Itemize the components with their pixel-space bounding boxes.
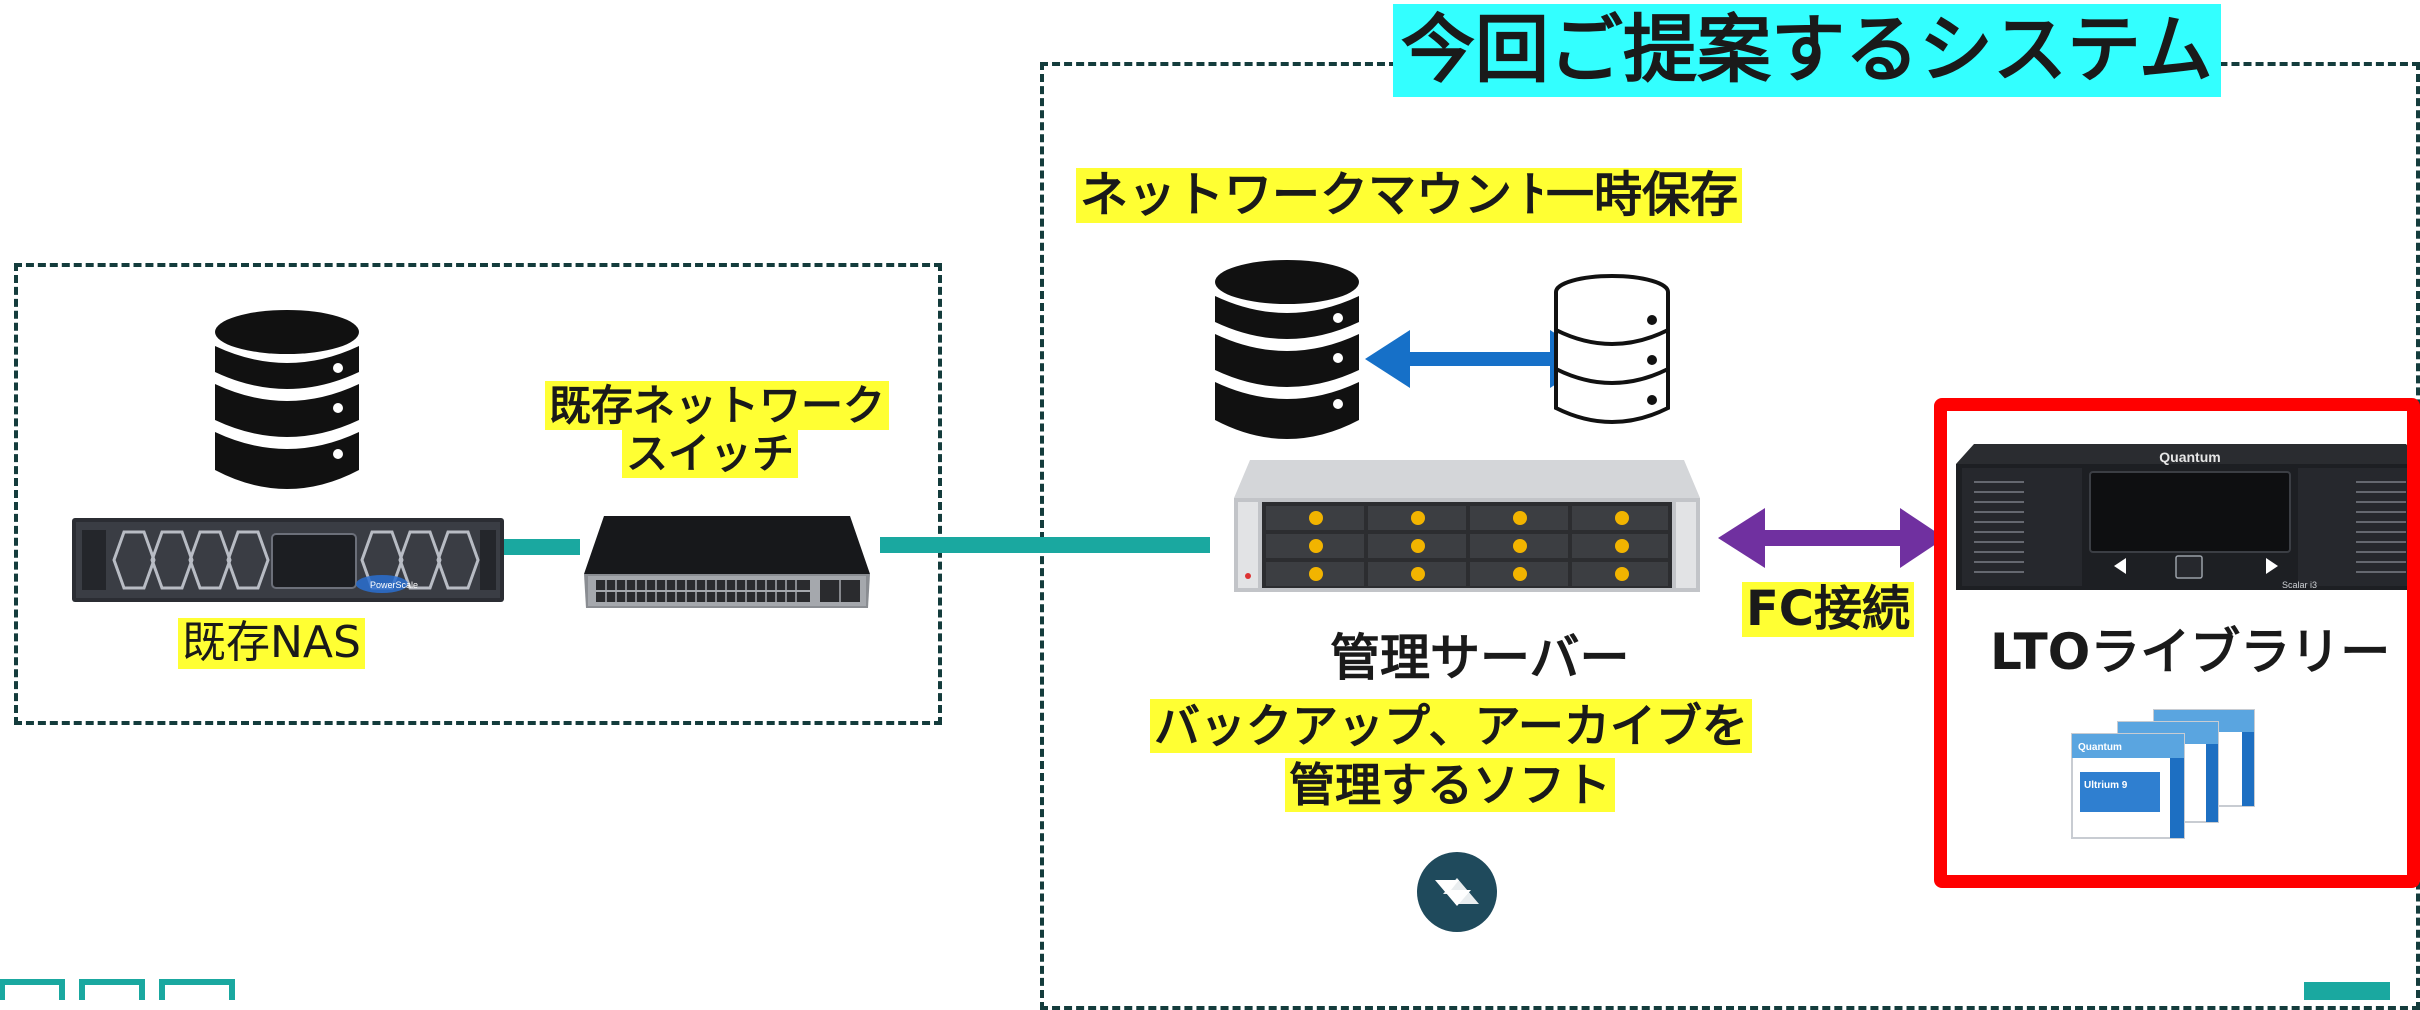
existing-nas-label: 既存NAS (178, 617, 365, 669)
management-server-device (1234, 460, 1700, 592)
software-label-line1: バックアップ、アーカイブを (1150, 699, 1752, 753)
drive-bay-row-2 (1266, 534, 1668, 558)
software-label-line2: 管理するソフト (1285, 757, 1615, 812)
temp-storage-label: 一時保存 (1542, 167, 1743, 224)
lto-library-label: LTOライブラリー (1990, 623, 2391, 681)
existing-switch-device (584, 516, 870, 608)
existing-switch-label-line2: スイッチ (621, 429, 798, 479)
software-logo-icon (1417, 852, 1497, 932)
proposed-system-title: 今回ご提案するシステム (1393, 4, 2221, 98)
database-black-icon (215, 310, 359, 489)
management-server-label: 管理サーバー (1330, 629, 1630, 687)
database-white-icon (1554, 274, 1670, 424)
existing-environment-group (14, 263, 942, 725)
lto-tape-cartridges: Quantum Ultrium 9 (2071, 709, 2255, 839)
lto-highlight-box (1934, 398, 2420, 888)
tape-type-label: Ultrium 9 (2084, 780, 2128, 791)
nas-brand-label: PowerScale (370, 580, 418, 590)
existing-switch-label: 既存ネットワーク スイッチ (545, 381, 890, 479)
tape-brand-label: Quantum (2078, 742, 2122, 753)
drive-bay-row-1 (1266, 506, 1668, 530)
fc-connection-label: FC接続 (1742, 581, 1915, 638)
existing-switch-label-line1: 既存ネットワーク (545, 381, 890, 430)
corner-logo-icon (0, 979, 235, 1000)
library-model-label: Scalar i3 (2282, 580, 2317, 590)
drive-bay-row-3 (1266, 562, 1668, 586)
database-black-icon (1215, 260, 1359, 439)
network-mount-label: ネットワークマウント (1076, 167, 1565, 224)
existing-nas-device: PowerScale (72, 518, 504, 602)
software-label: バックアップ、アーカイブを 管理するソフト (1150, 699, 1752, 812)
tape-cartridge-front: Quantum Ultrium 9 (2071, 733, 2185, 839)
fc-arrow (1718, 508, 1945, 568)
lto-library-device: Quantum Scalar i3 (1956, 444, 2420, 590)
corner-accent (2304, 982, 2390, 1000)
library-brand-label: Quantum (2159, 449, 2220, 465)
